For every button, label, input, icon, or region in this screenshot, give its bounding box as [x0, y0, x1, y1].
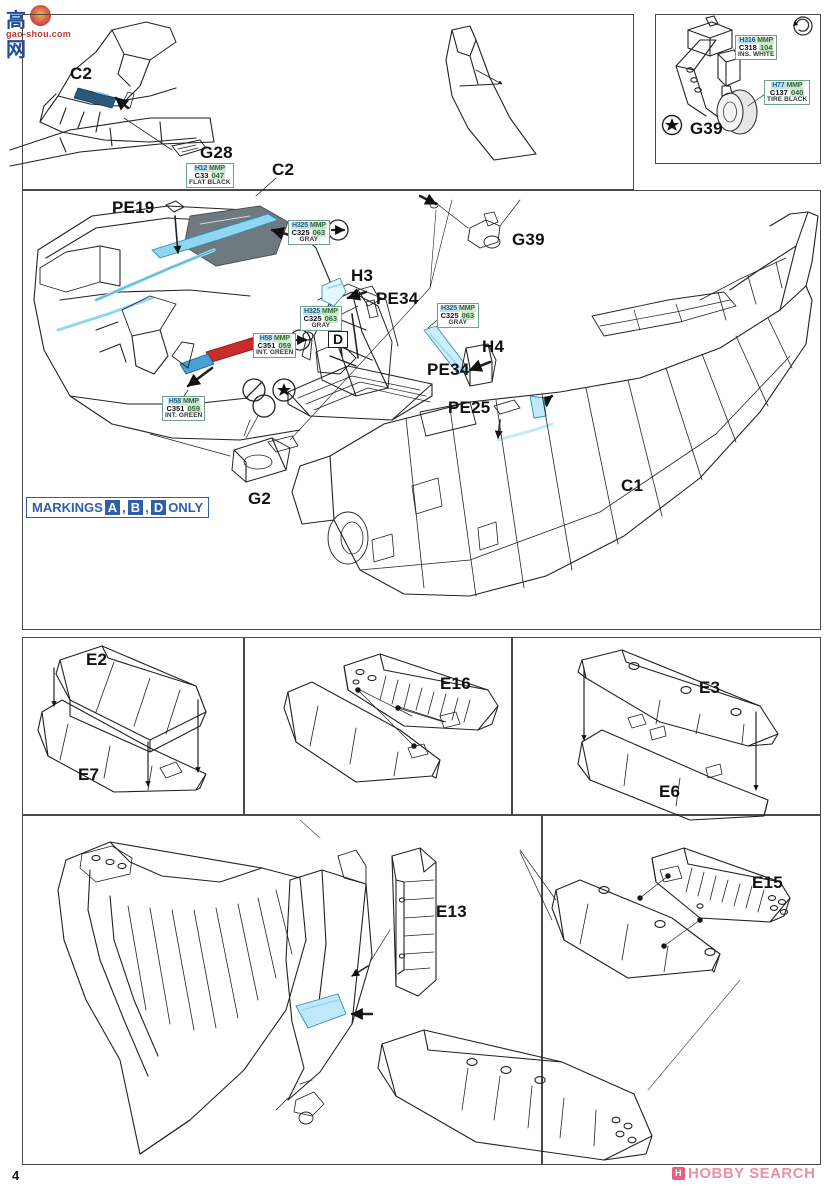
page-number: 4	[12, 1168, 20, 1183]
hobbysearch-text: HOBBY SEARCH	[688, 1165, 816, 1182]
watermark-domain-text: gao-shou.com	[6, 29, 72, 39]
paint-mmp-no: 063	[323, 314, 339, 324]
paint-brand: MMP	[756, 37, 775, 44]
part-label-g39-main: G39	[512, 230, 545, 249]
part-label-h4: H4	[482, 337, 505, 356]
paint-brand: MMP	[457, 305, 476, 312]
part-label-pe34-lower: PE34	[427, 360, 470, 379]
paint-hobby-code: H325	[440, 305, 458, 312]
paint-name: INT. GREEN	[256, 348, 294, 356]
paint-name: GRAY	[448, 318, 468, 326]
marking-option-a: A	[104, 500, 121, 515]
paint-mmp-no: 063	[460, 311, 476, 321]
panel-main-fuselage	[22, 190, 821, 630]
part-label-h3: H3	[351, 266, 374, 285]
part-label-c1: C1	[621, 476, 644, 495]
paint-mmp-no: 104	[758, 43, 774, 53]
part-label-e13: E13	[436, 902, 467, 921]
paint-gunze-code: C325	[291, 228, 310, 238]
markings-separator-2: ,	[145, 500, 149, 515]
part-label-pe19: PE19	[112, 198, 155, 217]
markings-separator-1: ,	[122, 500, 126, 515]
part-label-e3: E3	[699, 678, 721, 697]
paint-mmp-no: 059	[186, 404, 202, 414]
panel-detail-g39-gear	[655, 14, 821, 164]
paint-hobby-code: H58	[258, 335, 273, 342]
paint-name: INT. GREEN	[165, 411, 203, 419]
paint-hobby-code: H325	[291, 222, 309, 229]
panel-wing-e16	[244, 637, 512, 815]
paint-name: TIRE BLACK	[767, 95, 808, 103]
paint-gunze-code: C325	[303, 314, 322, 324]
gaoshou-watermark: 高网 gao-shou.com	[6, 4, 76, 61]
paint-name: GRAY	[311, 321, 331, 329]
paint-mmp-no: 059	[277, 341, 293, 351]
part-label-e2: E2	[86, 650, 108, 669]
part-label-e15: E15	[752, 873, 783, 892]
part-label-g2: G2	[248, 489, 272, 508]
paint-brand: MMP	[273, 335, 291, 342]
paint-brand: MMP	[308, 222, 327, 229]
paint-name: FLAT BLACK	[189, 178, 231, 186]
panel-detail-c2-g28	[22, 14, 634, 190]
panel-wing-e15	[542, 815, 821, 1165]
paint-hobby-code: H325	[303, 308, 321, 315]
paint-name: INS. WHITE	[738, 50, 775, 58]
part-label-e16: E16	[440, 674, 471, 693]
paint-brand: MMP	[182, 398, 200, 405]
watermark-seal-icon	[30, 5, 51, 26]
paint-gunze-code: C318	[738, 43, 757, 53]
markings-banner: MARKINGS A , B , D ONLY	[26, 497, 210, 518]
marking-option-d: D	[150, 500, 167, 515]
detail-letter-box-d: D	[328, 331, 349, 348]
marking-option-b: B	[127, 500, 144, 515]
markings-suffix: ONLY	[168, 500, 204, 515]
markings-prefix: MARKINGS	[32, 500, 103, 515]
watermark-cjk-text: 高网	[6, 8, 42, 61]
part-label-pe25: PE25	[448, 398, 491, 417]
hobbysearch-watermark: H HOBBY SEARCH	[672, 1165, 815, 1182]
part-label-c2-detail: C2	[70, 64, 93, 83]
part-label-g39-gear: G39	[690, 119, 723, 138]
paint-mmp-no: 040	[789, 88, 805, 98]
paint-hobby-code: H316	[738, 37, 757, 44]
paint-gunze-code: C351	[257, 341, 276, 351]
paint-name: GRAY	[299, 235, 319, 243]
panel-wing-e2-e7	[22, 637, 244, 815]
paint-brand: MMP	[785, 82, 804, 89]
part-label-g28: G28	[200, 143, 233, 162]
part-label-e7: E7	[78, 765, 100, 784]
paint-gunze-code: C325	[440, 311, 459, 321]
paint-hobby-code: H77	[771, 82, 786, 89]
paint-brand: MMP	[208, 165, 226, 172]
paint-gunze-code: C351	[166, 404, 185, 414]
panel-tail-e13	[22, 815, 542, 1165]
paint-hobby-code: H12	[193, 165, 209, 172]
paint-brand: MMP	[320, 308, 339, 315]
paint-gunze-code: C137	[769, 88, 788, 98]
part-label-pe34-upper: PE34	[376, 289, 419, 308]
part-label-c2-main: C2	[272, 160, 295, 179]
paint-mmp-no: 063	[311, 228, 327, 238]
paint-mmp-no: 047	[210, 171, 226, 181]
part-label-e6: E6	[659, 782, 681, 801]
paint-gunze-code: C33	[194, 171, 209, 181]
paint-hobby-code: H58	[167, 398, 182, 405]
hobbysearch-logo-icon: H	[672, 1167, 685, 1180]
